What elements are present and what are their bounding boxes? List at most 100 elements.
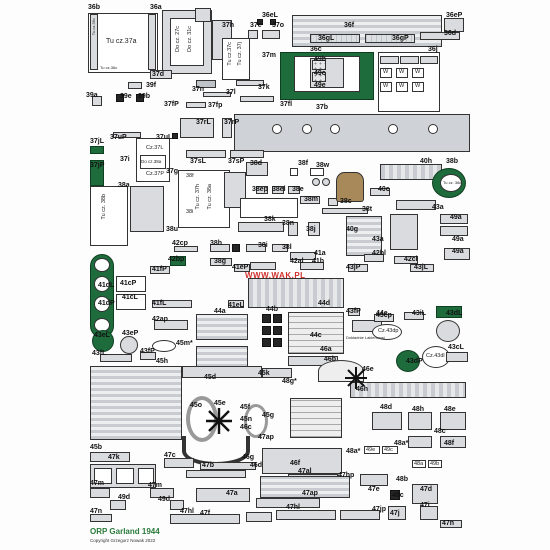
part-38l — [272, 244, 288, 252]
part-41fl — [152, 300, 192, 308]
part-label-48b: 48b — [396, 476, 409, 483]
part-label-49c: 49c — [314, 70, 326, 77]
part-label-47m: 47m — [90, 480, 105, 487]
part-38h — [210, 244, 230, 252]
part-37i-inner — [140, 155, 166, 169]
part-37up — [113, 132, 141, 138]
part-47k-2 — [94, 468, 112, 484]
part-38el — [272, 186, 284, 194]
part-w2 — [396, 68, 408, 78]
part-47hp — [260, 476, 350, 498]
part-37rl — [180, 118, 214, 138]
part-label-45m: 45m* — [176, 340, 193, 347]
part-43fp-2 — [140, 352, 156, 360]
part-46g-row — [262, 448, 342, 474]
part-label-48d: 48d — [380, 404, 393, 411]
part-47m-1 — [90, 488, 110, 498]
part-label-40c: 40c — [378, 186, 390, 193]
part-label-43dP: 43dP — [406, 358, 423, 365]
part-label-49c2: 49c — [392, 492, 404, 499]
part-41a — [290, 252, 316, 260]
part-label-37sL: 37sL — [190, 158, 206, 165]
part-45e-star — [204, 406, 234, 436]
part-label-48a2: 48a* — [346, 448, 361, 455]
part-47c — [164, 458, 194, 468]
part-41fp — [150, 266, 170, 274]
part-36el-b — [270, 19, 276, 25]
part-label-38m: 38m — [304, 196, 319, 203]
part-38f — [290, 168, 298, 176]
part-label-43dL: 43dL — [446, 310, 463, 317]
part-label-38c: 38c — [340, 198, 352, 205]
part-47k-4 — [138, 468, 154, 484]
part-43cp — [374, 314, 394, 322]
part-label-37h: 37h — [222, 22, 235, 29]
tu-37a-text: Tu cz.37a — [106, 38, 137, 45]
part-48d — [372, 412, 402, 430]
part-label-47j: 47j — [390, 510, 400, 517]
part-label-46e: 46e — [362, 366, 374, 373]
part-label-37rL: 37rL — [196, 119, 211, 126]
part-43dl-disc — [436, 320, 460, 342]
part-39f — [128, 82, 142, 89]
part-37l — [203, 92, 231, 97]
part-label-47e: 47e — [368, 486, 380, 493]
part-label-37o: 37o — [272, 22, 285, 29]
part-45m — [152, 340, 176, 352]
part-label-41cP: 41cP — [120, 280, 137, 287]
part-37fl — [240, 96, 274, 102]
part-41cl — [116, 294, 146, 310]
part-45d — [182, 366, 262, 378]
37b-hole-2 — [302, 124, 312, 134]
part-38b-disc-2 — [322, 178, 330, 186]
part-label-38b: 38b — [446, 158, 459, 165]
part-43fl — [100, 354, 132, 362]
part-label-47i: 47i — [420, 502, 430, 509]
part-37g — [178, 170, 230, 228]
part-37o — [262, 30, 280, 39]
part-47b — [186, 470, 246, 478]
part-38e — [288, 186, 300, 194]
part-37sl — [186, 150, 226, 158]
part-label-38i: 38i — [258, 242, 268, 249]
part-47i — [420, 506, 438, 520]
part-41cp — [116, 276, 146, 292]
part-label-41fL: 41fL — [152, 300, 167, 307]
part-label-39f: 39f — [146, 82, 157, 89]
part-label-38ep: 38ep — [252, 186, 268, 193]
part-label-47b: 47b — [202, 462, 215, 469]
part-label-45e: 45e — [214, 400, 226, 407]
part-41b — [300, 262, 324, 270]
part-38j — [308, 222, 320, 236]
part-label-46h: 46h — [356, 386, 369, 393]
part-label-47c: 47c — [164, 452, 176, 459]
cz-43dp-text: Cz.43dp — [378, 328, 399, 334]
part-36gl — [310, 34, 360, 43]
part-label-47n: 47n — [90, 508, 103, 515]
part-label-46a: 46a — [320, 346, 332, 353]
part-label-37uL: 37uL — [156, 134, 173, 141]
part-43a — [396, 200, 436, 210]
part-39b — [136, 94, 144, 102]
part-label-36gL: 36gL — [318, 35, 335, 42]
part-label-38u: 38u — [166, 226, 179, 233]
part-48g — [290, 398, 342, 438]
part-36b-outline — [88, 13, 158, 73]
part-39m-l — [380, 56, 399, 64]
cz-49c-text: 49c — [384, 447, 393, 453]
part-44b-1 — [262, 314, 271, 323]
part-label-38el: 38el — [272, 186, 286, 193]
sheet-copyright: Copyright Grzegorz Nowak 2022 — [90, 538, 156, 543]
part-44b-4 — [273, 326, 282, 335]
part-label-36d: 36d — [444, 30, 457, 37]
part-49-tag-4 — [428, 460, 442, 468]
part-47e — [390, 490, 400, 500]
cz-49e-text: 49e — [366, 447, 376, 453]
part-label-43fP: 43fP — [346, 308, 361, 315]
part-label-43a2: 43a — [372, 236, 384, 243]
part-label-47hp: 47hp — [338, 472, 355, 479]
part-36d — [420, 32, 460, 40]
part-label-47a: 47a — [226, 490, 238, 497]
part-label-37e: 37e — [250, 22, 262, 29]
